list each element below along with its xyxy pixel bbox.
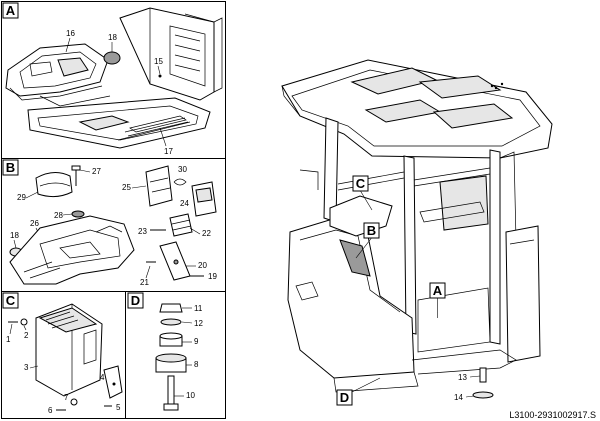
svg-text:13: 13 [458, 373, 467, 382]
svg-text:29: 29 [17, 193, 26, 202]
svg-text:15: 15 [154, 57, 163, 66]
svg-text:5: 5 [116, 403, 121, 412]
svg-text:18: 18 [10, 231, 19, 240]
svg-text:14: 14 [454, 393, 463, 402]
svg-text:20: 20 [198, 261, 207, 270]
svg-text:1: 1 [6, 335, 11, 344]
svg-text:19: 19 [208, 272, 217, 281]
svg-text:26: 26 [30, 219, 39, 228]
svg-text:24: 24 [180, 199, 189, 208]
panel-c-cover-assembly: 1 2 3 4 6 7 5 [6, 303, 123, 415]
svg-text:A: A [433, 283, 443, 298]
panel-label-c: C [2, 292, 19, 309]
cab-assembly-main-view: 13 14 [281, 59, 553, 402]
svg-text:18: 18 [108, 33, 117, 42]
callout-c: C [352, 175, 373, 211]
svg-text:7: 7 [64, 393, 69, 402]
svg-text:8: 8 [194, 360, 199, 369]
panel-label-b: B [2, 159, 19, 176]
svg-text:30: 30 [178, 165, 187, 174]
callout-a: A [429, 282, 446, 318]
svg-text:A: A [6, 3, 16, 18]
svg-text:27: 27 [92, 167, 101, 176]
panel-a-floor-assembly: 16 18 15 17 [5, 7, 223, 156]
drawing-reference: L3100-2931002917.S [509, 410, 596, 420]
svg-text:B: B [6, 160, 15, 175]
svg-text:B: B [367, 223, 376, 238]
svg-text:23: 23 [138, 227, 147, 236]
svg-text:3: 3 [24, 363, 29, 372]
svg-text:22: 22 [202, 229, 211, 238]
svg-text:C: C [356, 176, 366, 191]
svg-text:17: 17 [164, 147, 173, 156]
svg-text:D: D [340, 390, 349, 405]
panel-b-seat-assembly: 29 27 28 26 18 25 30 2 [9, 165, 217, 287]
panel-label-a: A [2, 2, 19, 19]
svg-text:10: 10 [186, 391, 195, 400]
svg-text:21: 21 [140, 278, 149, 287]
svg-text:12: 12 [194, 319, 203, 328]
svg-text:2: 2 [24, 331, 29, 340]
svg-text:C: C [6, 293, 16, 308]
panel-frames [1, 1, 226, 419]
svg-text:25: 25 [122, 183, 131, 192]
callout-b: B [355, 222, 380, 259]
svg-text:9: 9 [194, 337, 199, 346]
svg-text:16: 16 [66, 29, 75, 38]
svg-text:28: 28 [54, 211, 63, 220]
panel-d-mount-stack: 11 12 9 8 10 [155, 303, 203, 411]
svg-text:4: 4 [100, 373, 105, 382]
svg-text:D: D [131, 293, 140, 308]
callout-d: D [336, 377, 381, 406]
svg-text:11: 11 [194, 304, 203, 313]
panel-label-d: D [127, 292, 144, 309]
svg-text:6: 6 [48, 406, 53, 415]
